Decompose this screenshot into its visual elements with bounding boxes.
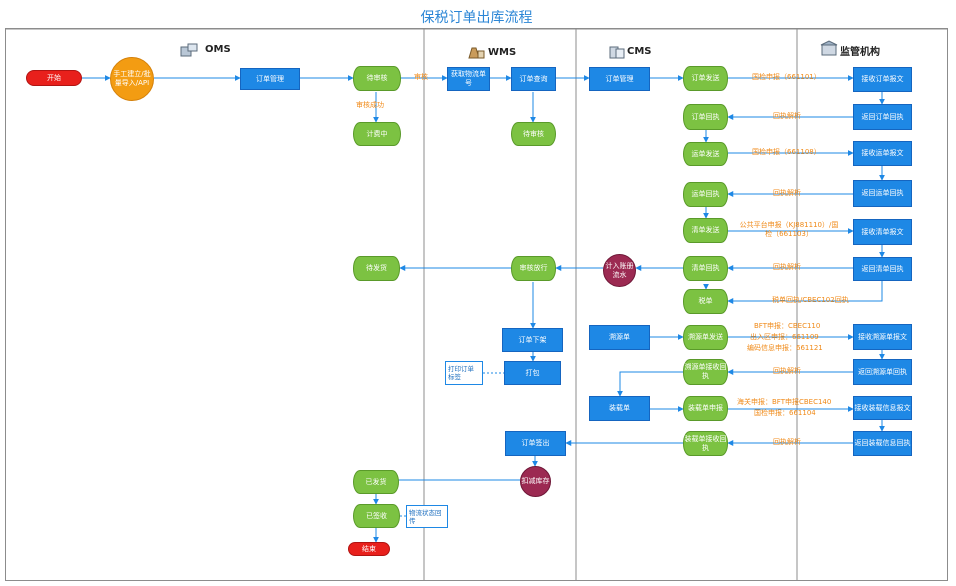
edge-label-review: 审核 bbox=[414, 73, 428, 81]
oms-icon bbox=[180, 42, 198, 61]
recv-trace-msg-node: 接收溯源单报文 bbox=[853, 324, 912, 350]
order-signout-node: 订单签出 bbox=[505, 431, 566, 456]
return-order-receipt-node: 返回订单回执 bbox=[853, 104, 912, 130]
edge-label-customs: 海关申报：BFT申报CBEC140 bbox=[737, 398, 832, 406]
lane-title-oms: OMS bbox=[205, 44, 231, 55]
signed-node: 已签收 bbox=[353, 504, 400, 528]
order-query-node: 订单查询 bbox=[511, 67, 556, 91]
tax-bill-node: 税单 bbox=[683, 289, 728, 314]
edge-label-receipt-parse-3: 回执解析 bbox=[773, 263, 801, 271]
deduct-stock-node: 扣减库存 bbox=[520, 466, 551, 497]
title-bar: 保税订单出库流程 bbox=[5, 3, 948, 29]
edge-label-ciq-loading: 国检申报：661104 bbox=[754, 409, 816, 417]
cms-icon bbox=[609, 44, 627, 63]
wms-pending-node: 待审核 bbox=[511, 122, 556, 146]
edge-label-receipt-parse-1: 回执解析 bbox=[773, 112, 801, 120]
get-waybill-node: 获取物流单号 bbox=[447, 67, 490, 91]
ledger-node: 计入账册流水 bbox=[603, 254, 636, 287]
diagram-title: 保税订单出库流程 bbox=[420, 10, 533, 26]
edge-label-code-info: 编码信息申报：661121 bbox=[747, 344, 823, 352]
edge-label-entry-zone: 出入区申报：661109 bbox=[750, 333, 819, 341]
manifest-receipt-node: 清单回执 bbox=[683, 256, 728, 281]
edge-label-bft: BFT申报：CBEC110 bbox=[754, 322, 821, 330]
edge-label-receipt-parse-2: 回执解析 bbox=[773, 189, 801, 197]
pending-review-node: 待审核 bbox=[353, 66, 401, 91]
lane-title-gov: 监管机构 bbox=[840, 47, 880, 58]
print-label-note: 打印订单标签 bbox=[445, 361, 483, 385]
waybill-send-node: 运单发送 bbox=[683, 142, 728, 166]
logistics-feedback-note: 物流状态回传 bbox=[406, 505, 448, 528]
edge-label-public-platform: 公共平台申报（KJ881110）/国检（661103） bbox=[739, 221, 839, 238]
return-loading-receipt-node: 返回装载信息回执 bbox=[853, 431, 912, 456]
edge-label-receipt-parse-4: 回执解析 bbox=[773, 367, 801, 375]
government-icon bbox=[820, 40, 838, 60]
trace-doc-node: 溯源单 bbox=[589, 325, 650, 350]
edge-label-review-success: 审核成功 bbox=[356, 101, 384, 109]
wms-icon bbox=[467, 44, 485, 63]
edge-label-ciq-waybill: 国检申报（661108） bbox=[752, 148, 821, 156]
order-management-cms: 订单管理 bbox=[589, 67, 650, 91]
return-trace-receipt-node: 返回溯源单回执 bbox=[853, 359, 912, 385]
loading-receipt-node: 装载单接收回执 bbox=[683, 431, 728, 456]
diagram-frame bbox=[5, 3, 948, 581]
review-release-node: 审核放行 bbox=[511, 256, 556, 281]
order-send-node: 订单发送 bbox=[683, 66, 728, 91]
lane-title-wms: WMS bbox=[488, 47, 517, 58]
edge-label-ciq-order: 国检申报（661101） bbox=[752, 73, 821, 81]
manifest-send-node: 清单发送 bbox=[683, 218, 728, 243]
recv-loading-msg-node: 接收装载信息报文 bbox=[853, 396, 912, 420]
end-node: 结束 bbox=[348, 542, 390, 556]
pack-node: 打包 bbox=[504, 361, 561, 385]
order-management-oms: 订单管理 bbox=[240, 68, 300, 90]
edge-label-tax-receipt: 税单回执/CBEC102回执 bbox=[772, 296, 849, 304]
return-waybill-receipt-node: 返回运单回执 bbox=[853, 180, 912, 207]
to-ship-node: 待发货 bbox=[353, 256, 400, 281]
loading-doc-node: 装载单 bbox=[589, 396, 650, 421]
trace-send-node: 溯源单发送 bbox=[683, 325, 728, 350]
loading-declare-node: 装载单申报 bbox=[683, 396, 728, 421]
recv-waybill-msg-node: 接收运单报文 bbox=[853, 141, 912, 166]
shipped-node: 已发货 bbox=[353, 470, 399, 494]
lane-title-cms: CMS bbox=[627, 46, 652, 57]
edge-label-receipt-parse-5: 回执解析 bbox=[773, 438, 801, 446]
order-offshelf-node: 订单下架 bbox=[502, 328, 563, 352]
return-manifest-receipt-node: 返回清单回执 bbox=[853, 257, 912, 281]
billing-node: 计费中 bbox=[353, 122, 401, 146]
start-node: 开始 bbox=[26, 70, 82, 86]
manual-entry-node: 手工建立/批量导入/API bbox=[110, 57, 154, 101]
waybill-receipt-node: 运单回执 bbox=[683, 182, 728, 207]
recv-order-msg-node: 接收订单报文 bbox=[853, 67, 912, 92]
trace-receipt-node: 溯源单接收回执 bbox=[683, 359, 728, 385]
order-receipt-node: 订单回执 bbox=[683, 104, 728, 130]
recv-manifest-msg-node: 接收清单报文 bbox=[853, 219, 912, 245]
